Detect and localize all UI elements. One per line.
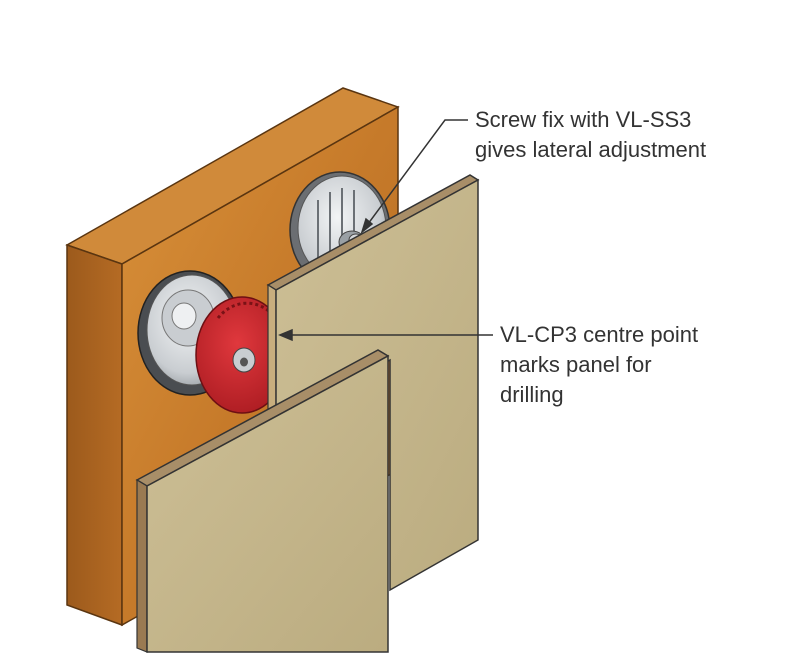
screw-fix-arrowhead (360, 217, 374, 235)
centre-point-arrowhead (278, 328, 293, 342)
front-panel (135, 349, 390, 653)
centre-point-cap (195, 296, 289, 414)
centre-point-callout: VL-CP3 centre point marks panel for dril… (500, 320, 790, 410)
leader-lines (278, 119, 493, 342)
centre-point-callout-line-2: marks panel for (500, 352, 652, 377)
screw-fix-callout-line-2: gives lateral adjustment (475, 137, 707, 162)
screw-fix-leader (364, 119, 468, 229)
front-panel-face (146, 354, 389, 653)
front-panel-side-edge (136, 478, 148, 653)
centre-point-callout-line-1: VL-CP3 centre point (500, 322, 699, 347)
screw-fix-callout-line-1: Screw fix with VL-SS3 (475, 107, 692, 132)
centre-point-callout-line-3: drilling (500, 382, 564, 407)
wood-block-side (66, 243, 123, 627)
screw-fix-callout: Screw fix with VL-SS3 gives lateral adju… (475, 105, 785, 165)
